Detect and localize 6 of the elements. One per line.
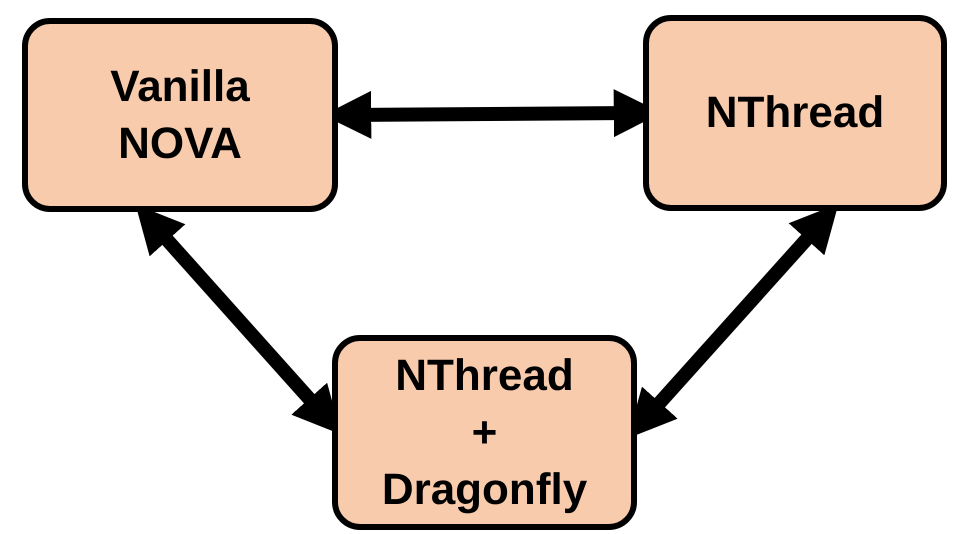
rounded-box [332,335,637,530]
box-label: NThread [706,87,884,140]
rounded-box [22,18,338,212]
box-label: Vanilla NOVA [109,60,251,170]
rounded-box [643,15,947,211]
box-label: NThread + Dragonfly [380,350,588,516]
